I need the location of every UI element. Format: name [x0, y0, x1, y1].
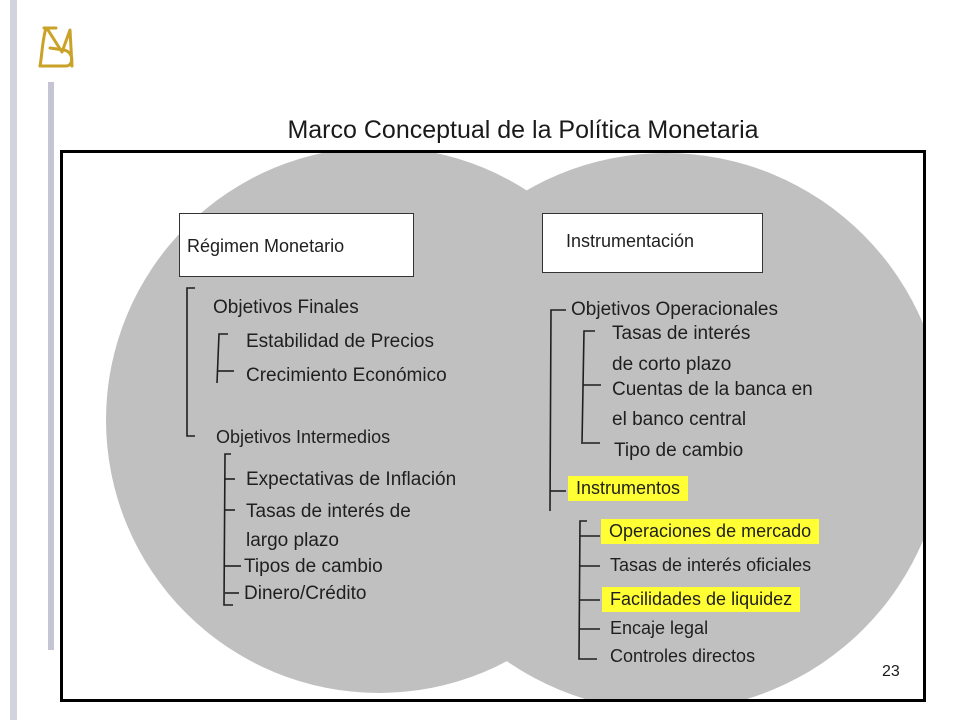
tasas-corto-label: Tasas de interés	[612, 323, 751, 344]
expectativas-inflacion-label: Expectativas de Inflación	[246, 469, 457, 490]
right-operacionales-bracket	[581, 330, 595, 445]
tasas-largo-label: Tasas de interés de	[246, 501, 411, 522]
diagram-frame: Régimen Monetario Objetivos Finales Esta…	[60, 150, 926, 702]
regimen-monetario-label: Régimen Monetario	[187, 236, 345, 256]
instrumentos-label: Instrumentos	[568, 476, 689, 501]
slide-title: Marco Conceptual de la Política Monetari…	[287, 116, 759, 144]
instrumentacion-box	[542, 213, 763, 273]
largo-plazo-label: largo plazo	[246, 530, 339, 551]
bm-monogram-logo	[38, 26, 74, 68]
page-number: 23	[882, 663, 900, 680]
venn-background	[106, 153, 923, 699]
left-outer-bracket	[186, 287, 195, 437]
right-circle	[387, 153, 923, 699]
estabilidad-precios-label: Estabilidad de Precios	[246, 331, 434, 352]
facilidades-liquidez-label: Facilidades de liquidez	[602, 587, 801, 612]
regimen-monetario-box	[179, 213, 414, 277]
tipos-cambio-label: Tipos de cambio	[244, 556, 383, 577]
tasas-oficiales-label: Tasas de interés oficiales	[610, 555, 812, 575]
instrumentacion-label: Instrumentación	[566, 231, 695, 251]
dinero-credito-label: Dinero/Crédito	[244, 583, 367, 604]
left-decor-bar	[10, 0, 17, 720]
objetivos-finales-label: Objetivos Finales	[213, 297, 359, 318]
right-outer-bracket	[549, 309, 566, 512]
objetivos-operacionales-label: Objetivos Operacionales	[571, 299, 778, 320]
banco-central-label: el banco central	[612, 409, 747, 430]
operaciones-mercado-label: Operaciones de mercado	[601, 519, 820, 544]
right-instrumentos-bracket	[578, 520, 597, 660]
controles-directos-label: Controles directos	[610, 646, 756, 666]
left-decor-bar-inner	[48, 82, 54, 650]
corto-plazo-label: de corto plazo	[612, 354, 732, 375]
crecimiento-economico-label: Crecimiento Económico	[246, 365, 447, 386]
bracket-lines	[186, 287, 601, 660]
tipo-cambio-label: Tipo de cambio	[614, 440, 744, 461]
objetivos-intermedios-label: Objetivos Intermedios	[216, 427, 391, 447]
left-intermedios-bracket	[223, 453, 233, 606]
left-finales-bracket	[216, 333, 228, 384]
cuentas-banca-label: Cuentas de la banca en	[612, 379, 813, 400]
encaje-legal-label: Encaje legal	[610, 618, 709, 638]
